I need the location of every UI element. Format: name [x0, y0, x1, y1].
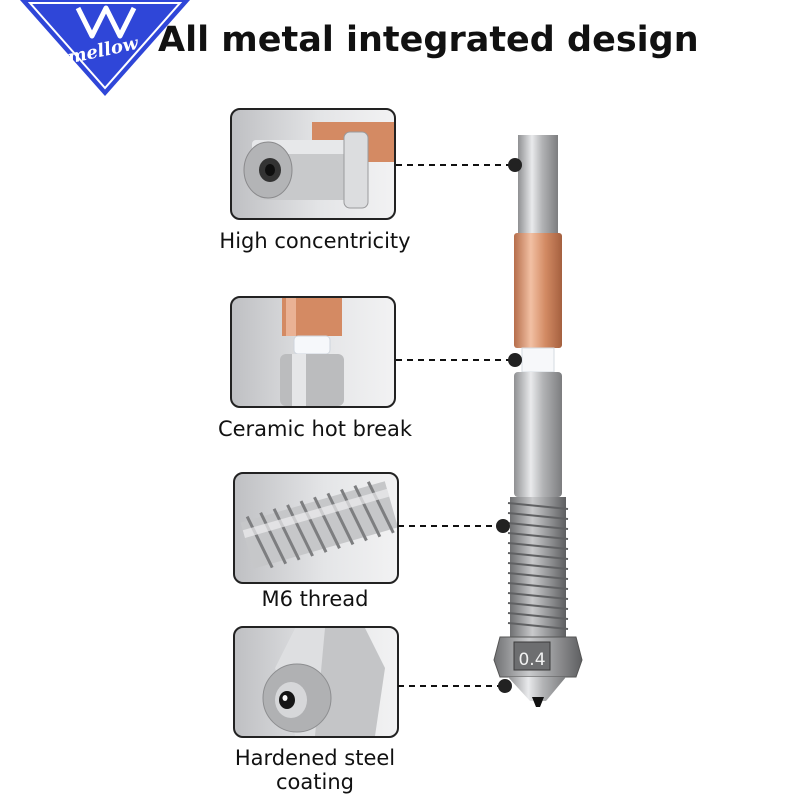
ceramic-image: [230, 296, 396, 408]
dot-ceramic: [508, 353, 522, 367]
coating-image: [233, 626, 399, 738]
heatbreak-tube-closeup-icon: [243, 122, 394, 209]
ceramic-break-closeup-icon: [280, 298, 344, 406]
page-title: All metal integrated design: [158, 20, 699, 60]
nozzle-size-label: 0.4: [518, 650, 545, 670]
thread-image: [233, 472, 399, 584]
mellow-logo: mellow: [20, 0, 190, 96]
dot-thread: [496, 519, 510, 533]
thread-closeup-icon: [240, 481, 397, 569]
caption-concentricity: High concentricity: [219, 229, 411, 253]
caption-coating-line2: coating: [276, 770, 354, 794]
nozzle-tip-closeup-icon: [262, 628, 385, 736]
caption-coating-line1: Hardened steel: [234, 746, 396, 770]
caption-thread: M6 thread: [261, 587, 369, 611]
caption-ceramic: Ceramic hot break: [217, 417, 413, 441]
nozzle-assembly: 0.4: [493, 135, 583, 707]
dot-coating: [498, 679, 512, 693]
concentricity-image: [230, 108, 396, 220]
dot-concentricity: [508, 158, 522, 172]
